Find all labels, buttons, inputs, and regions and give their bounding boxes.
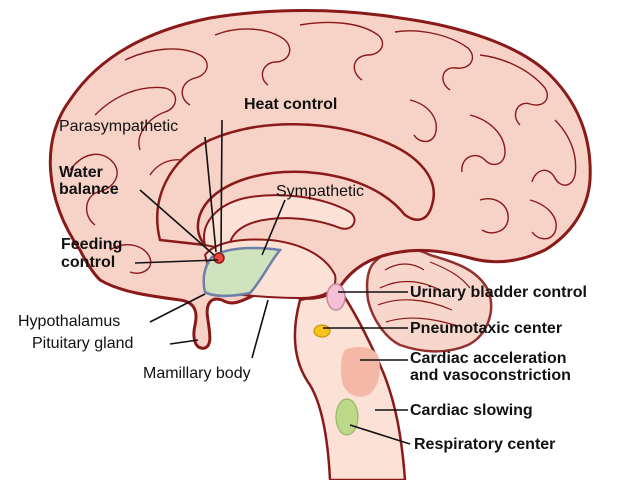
label-water-balance-1: Water — [59, 164, 103, 181]
label-respiratory-center: Respiratory center — [414, 436, 555, 453]
label-sympathetic: Sympathetic — [276, 183, 364, 200]
label-parasympathetic: Parasympathetic — [59, 118, 178, 135]
label-pneumotaxic-center: Pneumotaxic center — [410, 320, 562, 337]
label-urinary-bladder-control: Urinary bladder control — [410, 284, 587, 301]
label-feeding-control-2: control — [61, 254, 115, 271]
label-cardiac-acceleration-2: and vasoconstriction — [410, 367, 571, 384]
heat-control-nucleus — [214, 253, 224, 263]
label-cardiac-acceleration-1: Cardiac acceleration — [410, 350, 567, 367]
respiratory-center-area — [336, 399, 358, 435]
label-feeding-control-1: Feeding — [61, 236, 122, 253]
label-water-balance-2: balance — [59, 181, 119, 198]
label-cardiac-slowing: Cardiac slowing — [410, 402, 533, 419]
pneumotaxic-center — [314, 325, 330, 337]
urinary-bladder-center — [327, 284, 345, 310]
label-pituitary-gland: Pituitary gland — [32, 335, 133, 352]
label-mamillary-body: Mamillary body — [143, 365, 251, 382]
label-hypothalamus: Hypothalamus — [18, 313, 120, 330]
label-heat-control: Heat control — [244, 96, 337, 113]
